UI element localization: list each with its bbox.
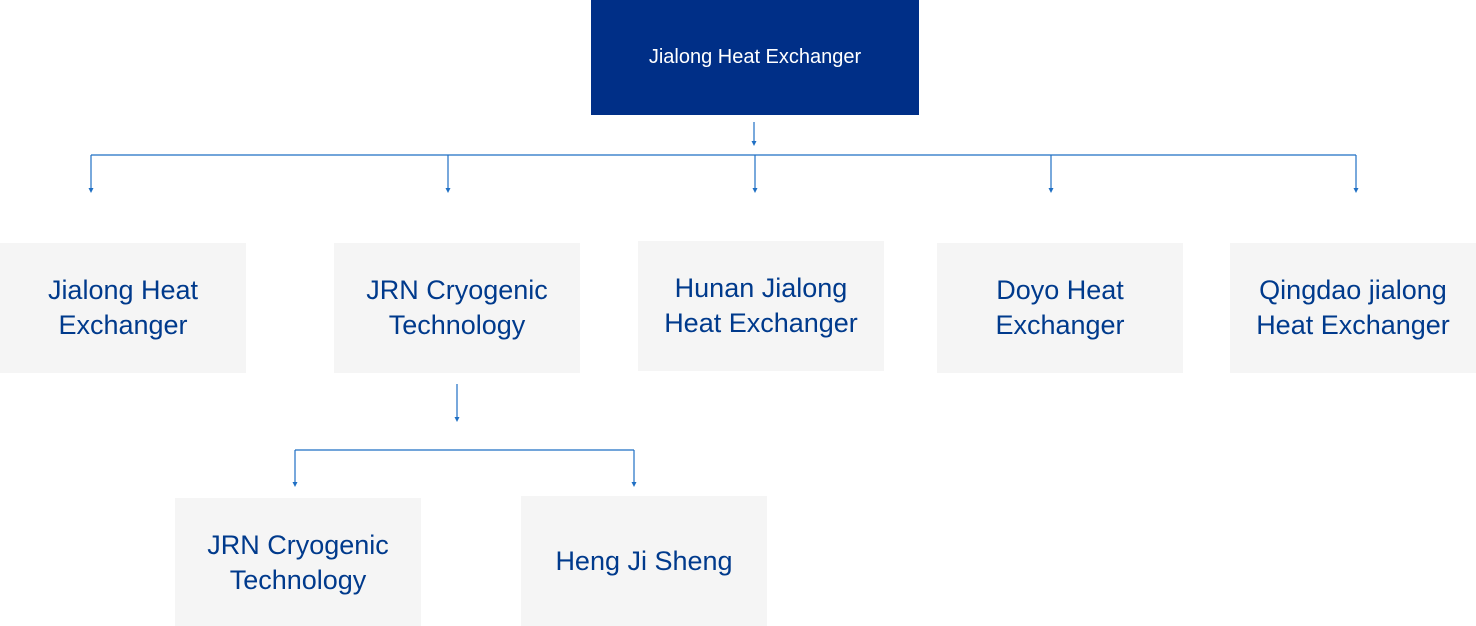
sub-drop-arrow-2 [631, 482, 637, 487]
node-label: Jialong Heat Exchanger [47, 275, 199, 340]
node-qingdao-jialong-heat-exchanger: Qingdao jialong Heat Exchanger [1230, 243, 1476, 373]
node-doyo-heat-exchanger: Doyo Heat Exchanger [937, 243, 1183, 373]
node-label: Doyo Heat Exchanger [995, 275, 1125, 340]
node-heng-ji-sheng: Heng Ji Sheng [521, 496, 767, 626]
node-jrn-cryogenic-technology-sub: JRN Cryogenic Technology [175, 498, 421, 626]
node-label: Hunan Jialong Heat Exchanger [664, 273, 858, 338]
node-label: Qingdao jialong Heat Exchanger [1256, 275, 1450, 340]
sub-drop-arrow-1 [292, 482, 298, 487]
node-label: JRN Cryogenic Technology [366, 275, 548, 340]
node-jrn-cryogenic-technology: JRN Cryogenic Technology [334, 243, 580, 373]
child-drop-arrow-3 [752, 188, 758, 193]
root-node-label: Jialong Heat Exchanger [648, 45, 862, 68]
child-drop-arrow-4 [1048, 188, 1054, 193]
node-jialong-heat-exchanger: Jialong Heat Exchanger [0, 243, 246, 373]
child-drop-arrow-1 [88, 188, 94, 193]
node-label: JRN Cryogenic Technology [207, 530, 389, 595]
jrn-stem-arrow [454, 417, 460, 422]
node-hunan-jialong-heat-exchanger: Hunan Jialong Heat Exchanger [638, 241, 884, 371]
child-drop-arrow-2 [445, 188, 451, 193]
node-label: Heng Ji Sheng [555, 545, 733, 576]
child-drop-arrow-5 [1353, 188, 1359, 193]
root-stem-arrow [751, 141, 757, 146]
root-node: Jialong Heat Exchanger [591, 0, 919, 115]
